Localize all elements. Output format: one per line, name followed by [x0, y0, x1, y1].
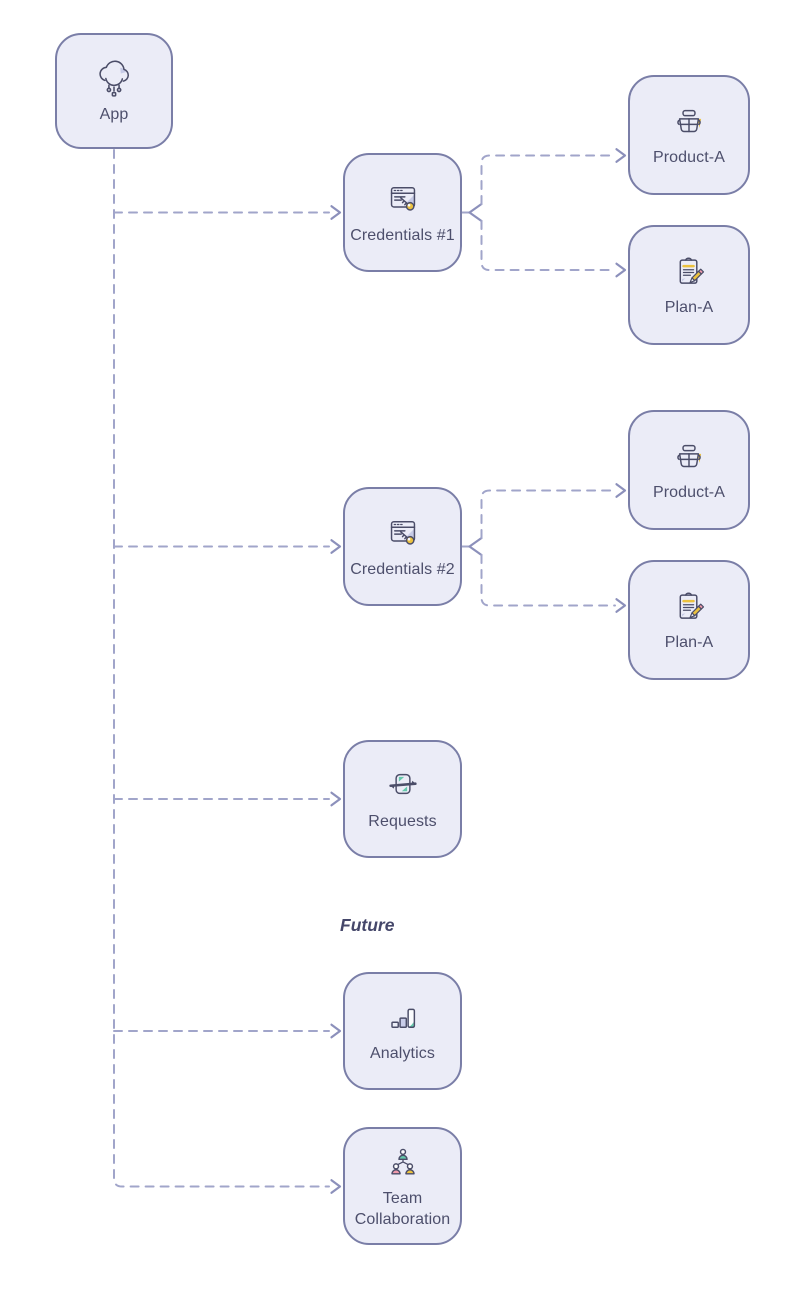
node-label: Plan-A [664, 299, 714, 317]
section-label-future: Future [340, 915, 395, 935]
node-plan-a-1: Plan-A [628, 225, 750, 345]
clipboard-pencil-icon [667, 586, 711, 630]
node-plan-a-2: Plan-A [628, 560, 750, 680]
node-label: Plan-A [664, 634, 714, 652]
credentials-1-connectors [461, 154, 616, 271]
node-label: Team Collaboration [354, 1190, 451, 1228]
node-product-a-2: Product-A [628, 410, 750, 530]
arrowheads [330, 148, 627, 1194]
node-label: Product-A [652, 484, 726, 502]
node-product-a-1: Product-A [628, 75, 750, 195]
team-icon [381, 1142, 425, 1186]
browser-key-icon [381, 513, 425, 557]
clipboard-pencil-icon [667, 251, 711, 295]
node-label: App [99, 106, 129, 124]
node-label: Product-A [652, 149, 726, 167]
basket-icon [667, 436, 711, 480]
bar-chart-icon [381, 997, 425, 1041]
node-label: Requests [368, 813, 437, 831]
cloud-app-icon [91, 56, 137, 102]
node-credentials-1: Credentials #1 [343, 153, 462, 272]
node-credentials-2: Credentials #2 [343, 487, 462, 606]
credentials-2-connectors [461, 489, 616, 607]
basket-icon [667, 101, 711, 145]
node-label: Credentials #2 [350, 560, 455, 578]
trunk-connectors [113, 149, 330, 1188]
browser-key-icon [381, 179, 425, 223]
node-team-collaboration: Team Collaboration [343, 1127, 462, 1245]
sync-doc-icon [381, 765, 425, 809]
node-label: Analytics [370, 1045, 435, 1063]
node-requests: Requests [343, 740, 462, 858]
node-label: Credentials #1 [350, 226, 455, 244]
node-app: App [55, 33, 173, 149]
node-analytics: Analytics [343, 972, 462, 1090]
